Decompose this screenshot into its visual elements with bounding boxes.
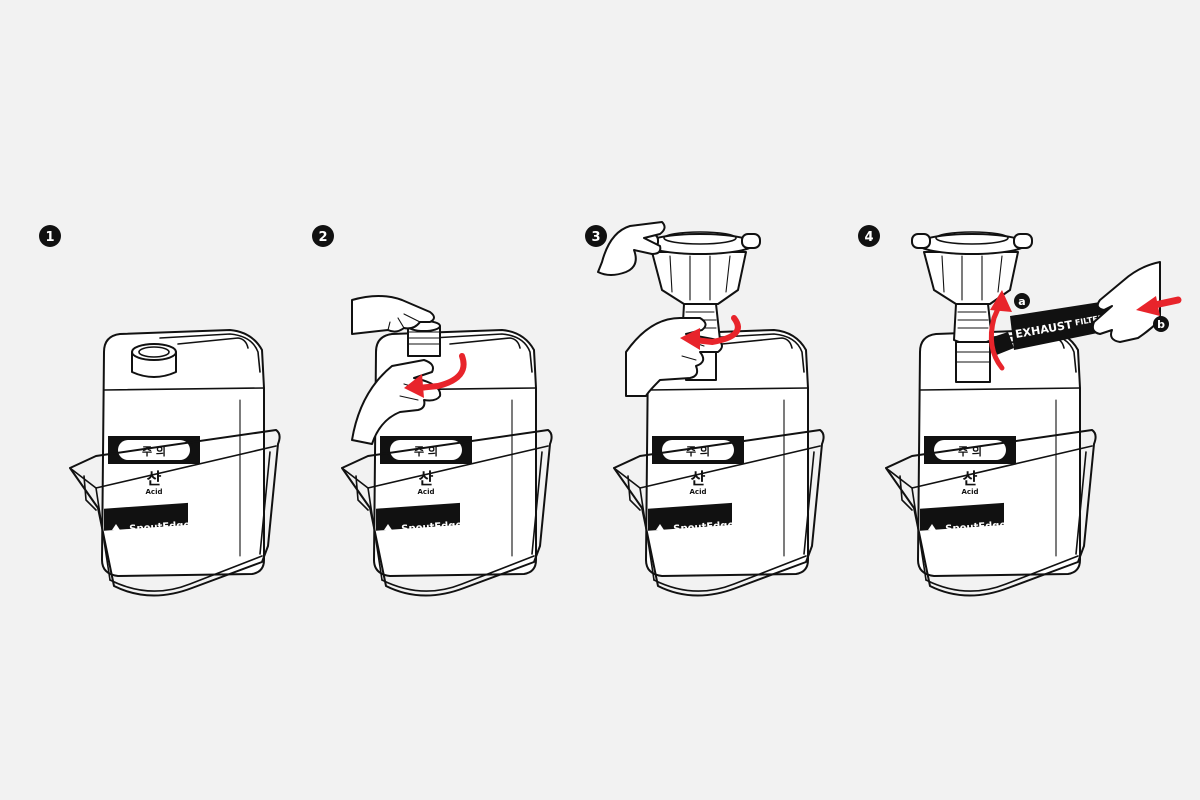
svg-text:1: 1 bbox=[45, 230, 54, 245]
callout-a-badge: a bbox=[1014, 293, 1030, 309]
svg-text:3: 3 bbox=[591, 230, 600, 245]
step-number-badge: 4 bbox=[858, 225, 880, 247]
spout-adapter bbox=[407, 320, 441, 357]
hand-icon bbox=[1091, 261, 1161, 343]
jerrycan: 주 의 산 Acid SpoutEdge bbox=[101, 329, 265, 577]
rotate-arrow-icon bbox=[680, 315, 741, 350]
rotate-arrow-icon bbox=[404, 353, 467, 398]
svg-text:Acid: Acid bbox=[962, 488, 979, 496]
svg-text:산: 산 bbox=[691, 469, 706, 488]
svg-text:2: 2 bbox=[318, 230, 327, 245]
warning-icon bbox=[112, 524, 120, 530]
svg-text:SpoutEdge: SpoutEdge bbox=[945, 520, 1007, 535]
svg-text:산: 산 bbox=[963, 469, 978, 488]
jerrycan: 주 의 산 Acid SpoutEdge bbox=[917, 329, 1081, 577]
upper-hand-icon bbox=[597, 221, 666, 276]
svg-text:산: 산 bbox=[147, 469, 162, 488]
hazard-label: 주 의 산 Acid bbox=[924, 436, 1016, 496]
step-1-panel: 1 주 의 산 Acid SpoutEdge bbox=[39, 225, 281, 597]
step-number-badge: 2 bbox=[312, 225, 334, 247]
upper-hand-icon bbox=[351, 295, 435, 335]
step-4-panel: 4 주 의 산 Acid SpoutEdge bbox=[858, 225, 1182, 597]
funnel bbox=[911, 231, 1033, 383]
hazard-label: 주 의 산 Acid bbox=[652, 436, 744, 496]
exhaust-filter: EXHAUSTFILTER bbox=[990, 298, 1142, 356]
svg-text:Acid: Acid bbox=[418, 488, 435, 496]
svg-text:SpoutEdge: SpoutEdge bbox=[673, 520, 735, 535]
step-number-badge: 3 bbox=[585, 225, 607, 247]
step-2-panel: 2 주 의 산 Acid SpoutEdge bbox=[312, 225, 553, 597]
warning-icon bbox=[384, 524, 392, 530]
warning-icon bbox=[656, 524, 664, 530]
svg-text:산: 산 bbox=[419, 469, 434, 488]
step-number-badge: 1 bbox=[39, 225, 61, 247]
svg-text:SpoutEdge: SpoutEdge bbox=[401, 520, 463, 535]
brand-label: SpoutEdge bbox=[920, 502, 1007, 535]
svg-text:a: a bbox=[1018, 295, 1025, 308]
step-3-panel: 3 주 의 산 Acid SpoutEdge bbox=[585, 221, 825, 597]
brand-label: SpoutEdge bbox=[104, 502, 191, 535]
callout-b-badge: b bbox=[1153, 316, 1169, 332]
brand-label: SpoutEdge bbox=[376, 502, 463, 535]
brand-label: SpoutEdge bbox=[648, 502, 735, 535]
svg-text:Acid: Acid bbox=[690, 488, 707, 496]
rotate-arrow-a-icon bbox=[988, 290, 1012, 371]
svg-text:b: b bbox=[1157, 318, 1165, 331]
push-arrow-b-icon bbox=[1136, 296, 1182, 316]
warning-icon bbox=[928, 524, 936, 530]
svg-text:4: 4 bbox=[864, 230, 873, 245]
svg-text:Acid: Acid bbox=[146, 488, 163, 496]
jerrycan: 주 의 산 Acid SpoutEdge bbox=[645, 329, 809, 577]
funnel bbox=[639, 231, 761, 381]
hazard-label: 주 의 산 Acid bbox=[380, 436, 472, 496]
svg-text:SpoutEdge: SpoutEdge bbox=[129, 520, 191, 535]
jerrycan: 주 의 산 Acid SpoutEdge bbox=[373, 320, 537, 577]
hazard-label: 주 의 산 Acid bbox=[108, 436, 200, 496]
